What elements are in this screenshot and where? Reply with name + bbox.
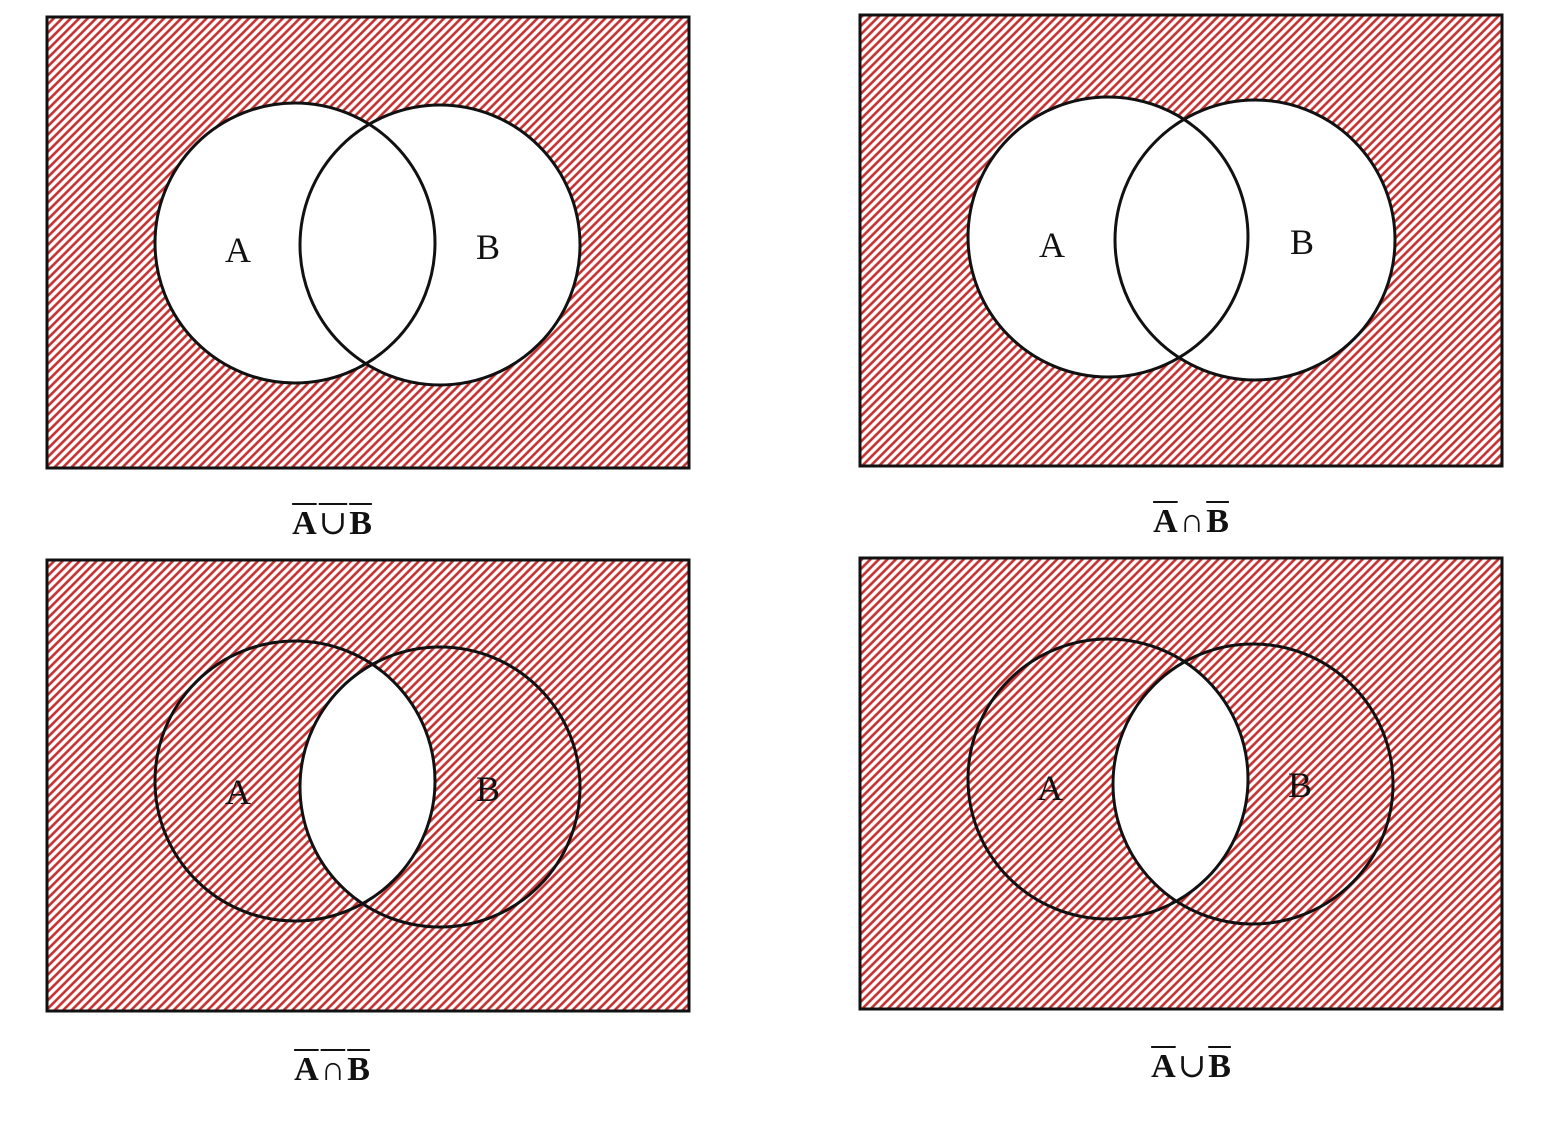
- set-a-label: A: [225, 772, 251, 812]
- intersection-symbol: ∩: [320, 1051, 346, 1088]
- caption-right-set: B: [349, 505, 372, 542]
- intersection-symbol: ∩: [1179, 503, 1205, 540]
- caption-right-set: B: [1206, 503, 1229, 540]
- venn-panel-complement-of-intersection: A B: [45, 558, 691, 1013]
- union-symbol: ∪: [318, 505, 348, 542]
- set-b-label: B: [476, 769, 500, 809]
- caption-complement-of-intersection: A∩B: [280, 1053, 384, 1087]
- intersection-fill: [300, 647, 435, 921]
- caption-left-set: A: [294, 1051, 319, 1088]
- set-b-fill: [300, 105, 580, 385]
- venn-panel-intersection-of-complements: A B: [858, 13, 1504, 468]
- caption-complement-of-union: A∪B: [280, 507, 384, 541]
- caption-overlined-expression: A∪B: [292, 505, 372, 542]
- set-a-label: A: [225, 230, 251, 270]
- set-b-label: B: [1290, 222, 1314, 262]
- set-b-circle: [1113, 98, 1397, 382]
- venn-panel-union-of-complements: A B: [858, 556, 1504, 1011]
- caption-left-set: A: [1151, 1048, 1176, 1085]
- union-symbol: ∪: [1177, 1048, 1207, 1085]
- caption-left-set: A: [292, 505, 317, 542]
- set-a-circle: [153, 639, 437, 923]
- venn-panel-complement-of-union: A B: [45, 15, 691, 470]
- caption-right-set: B: [1208, 1048, 1231, 1085]
- set-b-circle: [298, 103, 582, 387]
- set-a-circle: [966, 637, 1250, 921]
- set-b-fill: [1115, 100, 1395, 380]
- caption-overlined-expression: A∩B: [294, 1051, 370, 1088]
- set-b-circle: [1111, 642, 1395, 926]
- caption-intersection-of-complements: A∩B: [1136, 505, 1246, 539]
- caption-union-of-complements: A∪B: [1136, 1050, 1246, 1084]
- caption-right-set: B: [347, 1051, 370, 1088]
- set-a-circle: [966, 95, 1250, 379]
- set-b-circle: [298, 645, 582, 929]
- intersection-fill: [1113, 644, 1248, 919]
- set-a-label: A: [1039, 225, 1065, 265]
- set-b-label: B: [476, 227, 500, 267]
- caption-left-set: A: [1153, 503, 1178, 540]
- set-a-circle: [153, 101, 437, 385]
- set-a-label: A: [1037, 768, 1063, 808]
- set-b-label: B: [1288, 765, 1312, 805]
